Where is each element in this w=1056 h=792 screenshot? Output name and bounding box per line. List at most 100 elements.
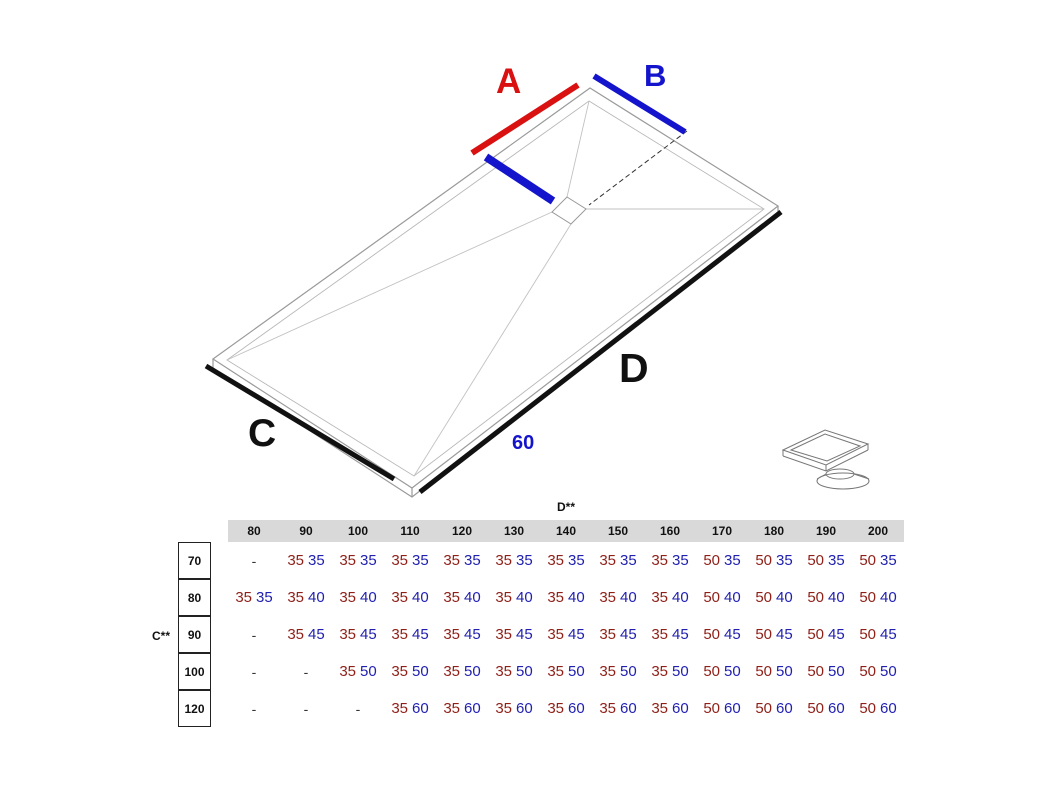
value-red: 50 bbox=[807, 589, 824, 606]
value-blue: 60 bbox=[464, 700, 481, 717]
value-red: 50 bbox=[859, 589, 876, 606]
column-header-120: 120 bbox=[436, 520, 488, 542]
value-blue: 35 bbox=[724, 552, 741, 569]
value-blue: 40 bbox=[308, 589, 325, 606]
size-cell: - bbox=[228, 653, 280, 690]
value-red: 35 bbox=[495, 663, 512, 680]
dim-a-line bbox=[470, 82, 580, 156]
column-header-130: 130 bbox=[488, 520, 540, 542]
value-blue: 40 bbox=[880, 589, 897, 606]
value-blue: 60 bbox=[724, 700, 741, 717]
spacer bbox=[211, 690, 228, 727]
value-red: 35 bbox=[651, 552, 668, 569]
value-blue: 50 bbox=[360, 663, 377, 680]
column-header-150: 150 bbox=[592, 520, 644, 542]
empty-cell-dash: - bbox=[251, 700, 257, 717]
row-header-70: 70 bbox=[178, 542, 211, 579]
drain-fitting-icon bbox=[781, 429, 870, 490]
column-header-80: 80 bbox=[228, 520, 280, 542]
value-red: 50 bbox=[703, 663, 720, 680]
value-blue: 35 bbox=[568, 552, 585, 569]
value-blue: 40 bbox=[620, 589, 637, 606]
column-header-200: 200 bbox=[852, 520, 904, 542]
empty-cell-dash: - bbox=[251, 626, 257, 643]
value-red: 35 bbox=[547, 700, 564, 717]
value-red: 50 bbox=[859, 552, 876, 569]
value-blue: 35 bbox=[308, 552, 325, 569]
value-red: 35 bbox=[599, 700, 616, 717]
drain-square bbox=[551, 196, 587, 225]
value-blue: 60 bbox=[880, 700, 897, 717]
value-red: 35 bbox=[547, 589, 564, 606]
value-blue: 45 bbox=[308, 626, 325, 643]
value-red: 50 bbox=[807, 663, 824, 680]
value-red: 50 bbox=[755, 552, 772, 569]
value-blue: 60 bbox=[828, 700, 845, 717]
row-header-120: 120 bbox=[178, 690, 211, 727]
value-red: 50 bbox=[703, 552, 720, 569]
value-red: 35 bbox=[391, 626, 408, 643]
value-red: 35 bbox=[495, 552, 512, 569]
value-blue: 45 bbox=[724, 626, 741, 643]
column-header-100: 100 bbox=[332, 520, 384, 542]
value-red: 35 bbox=[443, 663, 460, 680]
value-red: 35 bbox=[599, 589, 616, 606]
value-blue: 35 bbox=[412, 552, 429, 569]
value-red: 35 bbox=[547, 552, 564, 569]
value-red: 35 bbox=[495, 589, 512, 606]
value-blue: 50 bbox=[724, 663, 741, 680]
empty-cell-dash: - bbox=[251, 552, 257, 569]
row-header-90: 90 bbox=[178, 616, 211, 653]
value-blue: 40 bbox=[828, 589, 845, 606]
row-header-100: 100 bbox=[178, 653, 211, 690]
column-header-180: 180 bbox=[748, 520, 800, 542]
size-cell: - bbox=[228, 616, 280, 653]
value-red: 35 bbox=[547, 626, 564, 643]
value-blue: 35 bbox=[464, 552, 481, 569]
column-header-110: 110 bbox=[384, 520, 436, 542]
value-blue: 35 bbox=[516, 552, 533, 569]
value-red: 35 bbox=[651, 700, 668, 717]
column-header-160: 160 bbox=[644, 520, 696, 542]
value-red: 35 bbox=[287, 589, 304, 606]
size-cell: - bbox=[228, 690, 280, 727]
size-cell: - bbox=[280, 690, 332, 727]
value-blue: 60 bbox=[568, 700, 585, 717]
drain-guide-dashed-line bbox=[588, 130, 688, 206]
value-blue: 50 bbox=[620, 663, 637, 680]
value-red: 50 bbox=[703, 589, 720, 606]
value-red: 35 bbox=[339, 663, 356, 680]
